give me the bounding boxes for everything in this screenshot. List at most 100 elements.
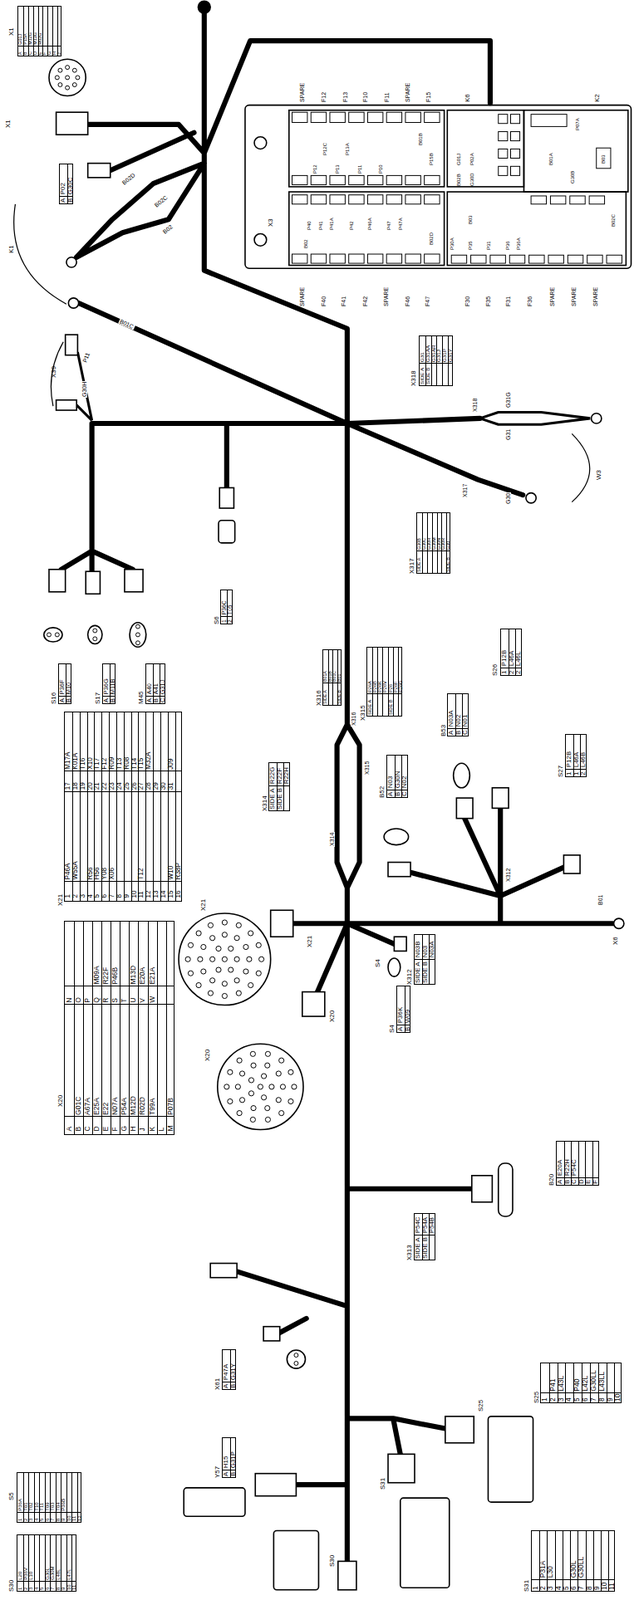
table-cell: 12 (76, 1516, 83, 1523)
table-rule (414, 1235, 435, 1237)
table-cell: P36G (103, 678, 110, 695)
table-cell: 15 (167, 891, 176, 900)
table-rule (17, 1513, 81, 1514)
table-cell: 6 (102, 894, 110, 900)
table-cell: G30M (49, 1567, 56, 1582)
connector-pin (93, 629, 98, 634)
connector-pin (210, 936, 216, 942)
table-cell: F12 (102, 758, 110, 771)
table-cell: B (152, 698, 160, 703)
table-cell: L46A (572, 752, 580, 768)
fuse-slot (498, 114, 508, 124)
slot-label: P40 (306, 221, 312, 231)
table-rule (52, 5, 54, 55)
thin-wire (76, 352, 590, 425)
table-cell: 4 (33, 1518, 40, 1522)
connector-label: K1 (8, 245, 15, 254)
table-cell: A (447, 731, 456, 736)
connector-symbol (129, 623, 147, 648)
slot-label: P47A (398, 217, 404, 231)
connector-symbol (400, 1498, 450, 1589)
fuse-slot (424, 254, 440, 264)
table-cell: A (387, 792, 395, 797)
table-rule (531, 1580, 615, 1582)
connector-pin (250, 1106, 256, 1112)
fuse-label: F41 (340, 296, 347, 307)
table-cell: P46A (64, 864, 73, 881)
table-cell: 31 (167, 783, 176, 792)
table-rule (592, 1142, 594, 1186)
table-cell: H (129, 1126, 139, 1132)
connector-table: AA40BA41CG31J (145, 663, 166, 705)
fuse-slot (567, 255, 583, 264)
fuse-box (254, 137, 267, 150)
table-cell: SIDE A (417, 557, 423, 572)
connector-pin (58, 68, 63, 73)
connector-label: X20 (329, 1011, 336, 1023)
connector-pin (243, 944, 249, 950)
table-cell: 6 (44, 1518, 50, 1522)
connector-pin (207, 923, 213, 929)
table-cell: R08 (123, 757, 132, 771)
table-cell: G31 (419, 352, 426, 363)
fuse-slot (291, 112, 307, 123)
table-cell: R (102, 997, 112, 1003)
table-cell: N03B (414, 941, 423, 959)
table-cell: Q (93, 997, 103, 1004)
fuse-slot (291, 254, 307, 264)
connector-table: 1P12B2L46A2L46L (500, 629, 522, 677)
table-cell: 2 (22, 1588, 29, 1592)
slot-label: P13A (344, 142, 350, 156)
table-cell: R22F (276, 768, 285, 785)
connector-pin (196, 982, 202, 988)
fuse-slot (386, 112, 402, 123)
table-rule (64, 1116, 174, 1118)
table-cell: L48L (54, 1570, 61, 1582)
connector-pin (250, 1117, 256, 1123)
table-rule (79, 713, 81, 903)
connector-symbol (388, 863, 411, 878)
table-cell: 3 (547, 1587, 556, 1593)
connector-pin (197, 957, 203, 963)
table-cell: L20 (17, 1572, 24, 1582)
connector-pin (248, 1091, 254, 1097)
connector-label: S4 (388, 1025, 396, 1034)
table-cell: L46B (579, 752, 588, 768)
table-rule (102, 922, 104, 1136)
connector-label: X315 (359, 705, 367, 722)
table-cell: L43L (557, 1376, 566, 1393)
table-cell: 11 (138, 892, 147, 900)
connector-pin (250, 1063, 256, 1069)
table-rule (585, 1533, 587, 1593)
table-cell: G30C (67, 176, 75, 195)
table-rule (33, 5, 35, 55)
fuse-slot (451, 255, 467, 264)
table-cell: P36A (17, 1499, 24, 1513)
table-cell: 20 (87, 783, 95, 792)
connector-pin (288, 1099, 294, 1105)
table-cell: 2 (579, 772, 588, 777)
fuse-label: SPARE (299, 83, 305, 103)
table-cell: L47L (65, 1570, 72, 1582)
table-cell: T14 (131, 758, 139, 771)
table-rule (28, 1473, 30, 1523)
table-cell: B (67, 198, 75, 203)
connector-pin (135, 633, 140, 638)
table-cell: M17A (64, 752, 73, 771)
table-cell: 27 (138, 783, 147, 792)
table-rule (540, 1393, 621, 1395)
table-rule (547, 1533, 549, 1593)
table-cell: L42L (581, 1376, 590, 1393)
table-cell: A41 (152, 683, 160, 695)
slot-label: P11 (357, 165, 363, 174)
fuse-slot (291, 175, 307, 185)
table-cell: K01A (72, 753, 80, 771)
table-cell: P31A (539, 1562, 547, 1580)
connector-pin (279, 1058, 285, 1064)
table-cell: E (584, 1180, 593, 1185)
table-rule (269, 786, 290, 787)
table-cell: B (23, 51, 29, 55)
connector-pin (224, 1085, 230, 1091)
connector-symbol (471, 1176, 493, 1204)
fuse-slot (386, 195, 402, 205)
